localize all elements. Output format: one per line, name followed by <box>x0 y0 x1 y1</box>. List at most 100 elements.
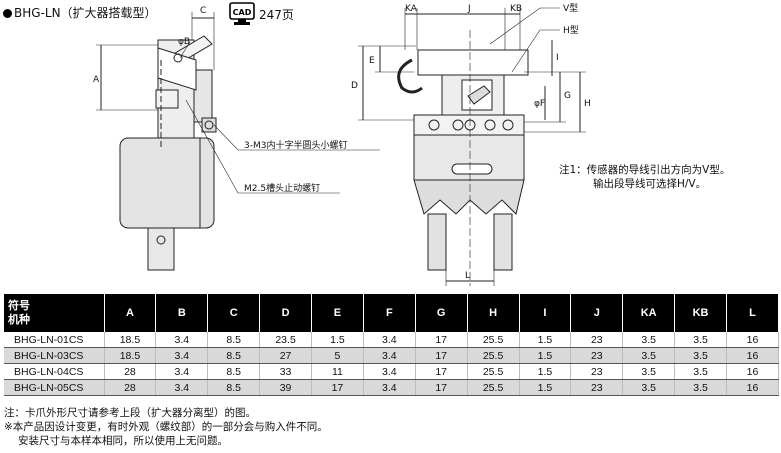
column-header: I <box>519 294 572 332</box>
table-cell: 18.5 <box>104 332 157 348</box>
column-header: G <box>415 294 468 332</box>
table-cell: 33 <box>259 363 312 380</box>
table-cell: 3.5 <box>674 347 727 364</box>
table-cell: 8.5 <box>207 379 261 396</box>
dim-label-e: E <box>369 56 375 66</box>
column-header: J <box>570 294 624 332</box>
table-cell: 25.5 <box>467 363 520 380</box>
table-cell: 3.5 <box>622 347 676 364</box>
model-cell: BHG-LN-03CS <box>4 347 105 364</box>
model-cell: BHG-LN-05CS <box>4 379 105 396</box>
dim-label-h: H <box>584 99 591 109</box>
model-cell: BHG-LN-01CS <box>4 332 105 348</box>
table-cell: 16 <box>726 379 779 396</box>
table-cell: 16 <box>726 347 779 364</box>
table-cell: 23 <box>570 332 624 348</box>
column-header: E <box>311 294 364 332</box>
table-cell: 3.5 <box>674 363 727 380</box>
table-cell: 16 <box>726 363 779 380</box>
model-cell: BHG-LN-04CS <box>4 363 105 380</box>
table-cell: 18.5 <box>104 347 157 364</box>
dim-label-a: A <box>93 75 100 85</box>
dim-label-d: D <box>351 81 358 91</box>
table-header-row: 符号 机种 A B C D E F G H I J KA KB L <box>4 294 779 332</box>
dim-label-c: C <box>200 6 206 16</box>
column-header: B <box>155 294 209 332</box>
dim-label-b: φB <box>178 37 190 47</box>
table-cell: 3.4 <box>363 332 416 348</box>
table-cell: 3.4 <box>363 363 416 380</box>
table-cell: 8.5 <box>207 332 261 348</box>
table-cell: 28 <box>104 363 157 380</box>
table-row: BHG-LN-05CS 28 3.4 8.5 39 17 3.4 17 25.5… <box>4 379 779 396</box>
footnote: 注：卡爪外形尺寸请参考上段（扩大器分离型）的图。 <box>4 407 256 419</box>
table-cell: 3.4 <box>363 347 416 364</box>
table-cell: 16 <box>726 332 779 348</box>
column-header: A <box>104 294 157 332</box>
column-header: L <box>726 294 779 332</box>
column-header: KA <box>622 294 676 332</box>
footnote: 安装尺寸与本样本相同，所以使用上无问题。 <box>18 435 228 447</box>
table-cell: 23 <box>570 363 624 380</box>
footnote: ※本产品因设计变更，有时外观（螺纹部）的一部分会与购入件不同。 <box>4 421 328 433</box>
stop-screw-callout: M2.5槽头止动螺钉 <box>244 182 320 194</box>
dim-label-l: L <box>465 271 470 281</box>
table-cell: 25.5 <box>467 332 520 348</box>
table-cell: 28 <box>104 379 157 396</box>
technical-drawing: A φB C D E φF G H I J KA KB L V型 H型 3-M3… <box>93 3 591 286</box>
dim-label-f: φF <box>534 99 545 109</box>
dimension-table: 符号 机种 A B C D E F G H I J KA KB L BHG-LN… <box>4 294 779 396</box>
table-cell: 3.5 <box>674 379 727 396</box>
bullet-icon <box>3 9 12 18</box>
dim-label-j: J <box>467 4 471 14</box>
table-cell: 17 <box>311 379 364 396</box>
table-cell: 1.5 <box>311 332 364 348</box>
dim-label-g: G <box>564 91 571 101</box>
table-cell: 3.4 <box>155 332 209 348</box>
table-cell: 25.5 <box>467 379 520 396</box>
footnotes: 注：卡爪外形尺寸请参考上段（扩大器分离型）的图。 ※本产品因设计变更，有时外观（… <box>4 406 328 448</box>
cad-icon[interactable]: CAD <box>229 2 255 26</box>
side-note: 注1：传感器的导线引出方向为V型。 输出段导线可选择H/V。 <box>559 164 731 190</box>
table-cell: 23 <box>570 347 624 364</box>
table-corner-header: 符号 机种 <box>4 294 105 332</box>
table-cell: 17 <box>415 332 468 348</box>
column-header: KB <box>674 294 727 332</box>
table-cell: 1.5 <box>519 379 572 396</box>
table-cell: 3.5 <box>674 332 727 348</box>
table-cell: 8.5 <box>207 363 261 380</box>
table-cell: 3.5 <box>622 332 676 348</box>
table-cell: 1.5 <box>519 332 572 348</box>
table-cell: 3.4 <box>155 379 209 396</box>
v-type-label: V型 <box>563 3 578 14</box>
table-cell: 23.5 <box>259 332 312 348</box>
column-header: H <box>467 294 520 332</box>
column-header: F <box>363 294 416 332</box>
cad-page-ref[interactable]: 247页 <box>259 8 294 22</box>
table-cell: 23 <box>570 379 624 396</box>
table-row: BHG-LN-01CS 18.5 3.4 8.5 23.5 1.5 3.4 17… <box>4 332 779 348</box>
table-row: BHG-LN-04CS 28 3.4 8.5 33 11 3.4 17 25.5… <box>4 363 779 380</box>
dim-label-kb: KB <box>510 4 522 14</box>
table-cell: 1.5 <box>519 347 572 364</box>
dim-label-i: I <box>556 53 559 63</box>
screw-callout: 3-M3内十字半圆头小螺钉 <box>244 139 347 151</box>
table-cell: 3.5 <box>622 363 676 380</box>
table-cell: 25.5 <box>467 347 520 364</box>
table-cell: 3.4 <box>155 363 209 380</box>
column-header: C <box>207 294 261 332</box>
table-row: BHG-LN-03CS 18.5 3.4 8.5 27 5 3.4 17 25.… <box>4 347 779 364</box>
h-type-label: H型 <box>563 25 579 36</box>
table-cell: 5 <box>311 347 364 364</box>
table-cell: 3.5 <box>622 379 676 396</box>
svg-text:CAD: CAD <box>233 8 252 17</box>
table-cell: 8.5 <box>207 347 261 364</box>
section-title: BHG-LN（扩大器搭载型） <box>3 4 157 21</box>
table-cell: 17 <box>415 347 468 364</box>
table-cell: 3.4 <box>155 347 209 364</box>
table-cell: 27 <box>259 347 312 364</box>
table-cell: 39 <box>259 379 312 396</box>
table-cell: 1.5 <box>519 363 572 380</box>
table-cell: 11 <box>311 363 364 380</box>
table-cell: 3.4 <box>363 379 416 396</box>
